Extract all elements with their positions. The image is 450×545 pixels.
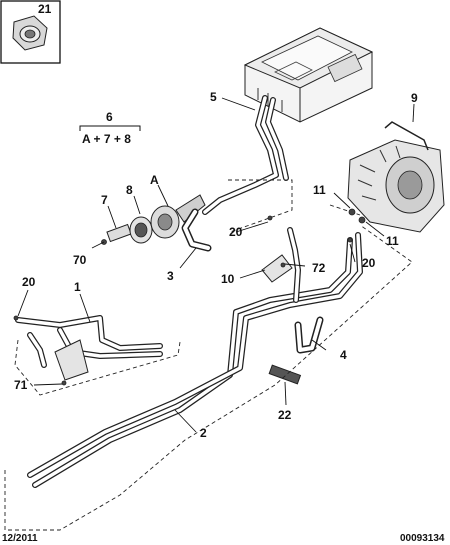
- inset-nut-21: 21: [0, 0, 61, 64]
- kit-formula: 6 A + 7 + 8: [79, 110, 141, 146]
- callout-8: 8: [126, 183, 133, 197]
- callout-5: 5: [210, 90, 217, 104]
- control-unit-drawing: [243, 27, 374, 123]
- bracket-71: [54, 339, 89, 381]
- callout-A: A: [150, 173, 159, 187]
- callout-9: 9: [411, 91, 418, 105]
- callout-72: 72: [312, 261, 326, 275]
- callout-20a: 20: [229, 225, 243, 239]
- formula-ref: 6: [106, 110, 113, 124]
- callout-10: 10: [221, 272, 235, 286]
- dashed-outlines: [4, 179, 413, 531]
- callout-70: 70: [73, 253, 87, 267]
- callout-21: 21: [38, 2, 52, 16]
- callout-3: 3: [167, 269, 174, 283]
- footer-date: 12/2011: [2, 533, 38, 544]
- hoses: [15, 95, 363, 488]
- fasteners: [13, 208, 366, 386]
- connector-22: [268, 364, 302, 385]
- leader-lines: [17, 97, 415, 433]
- motor-drawing: [347, 121, 445, 233]
- callout-7: 7: [101, 193, 108, 207]
- bracket-10: [261, 254, 293, 283]
- callout-20b: 20: [362, 256, 376, 270]
- callout-71: 71: [14, 378, 28, 392]
- callout-11b: 11: [386, 234, 399, 248]
- footer-reference: 00093134: [400, 533, 445, 544]
- pump-assembly-drawing: [106, 194, 206, 244]
- nut-icon: [12, 15, 48, 51]
- callout-1: 1: [74, 280, 81, 294]
- callout-22: 22: [278, 408, 292, 422]
- callout-11a: 11: [313, 183, 326, 197]
- formula-expression: A + 7 + 8: [82, 132, 131, 146]
- callout-2: 2: [200, 426, 207, 440]
- callout-20c: 20: [22, 275, 36, 289]
- callout-4: 4: [340, 348, 347, 362]
